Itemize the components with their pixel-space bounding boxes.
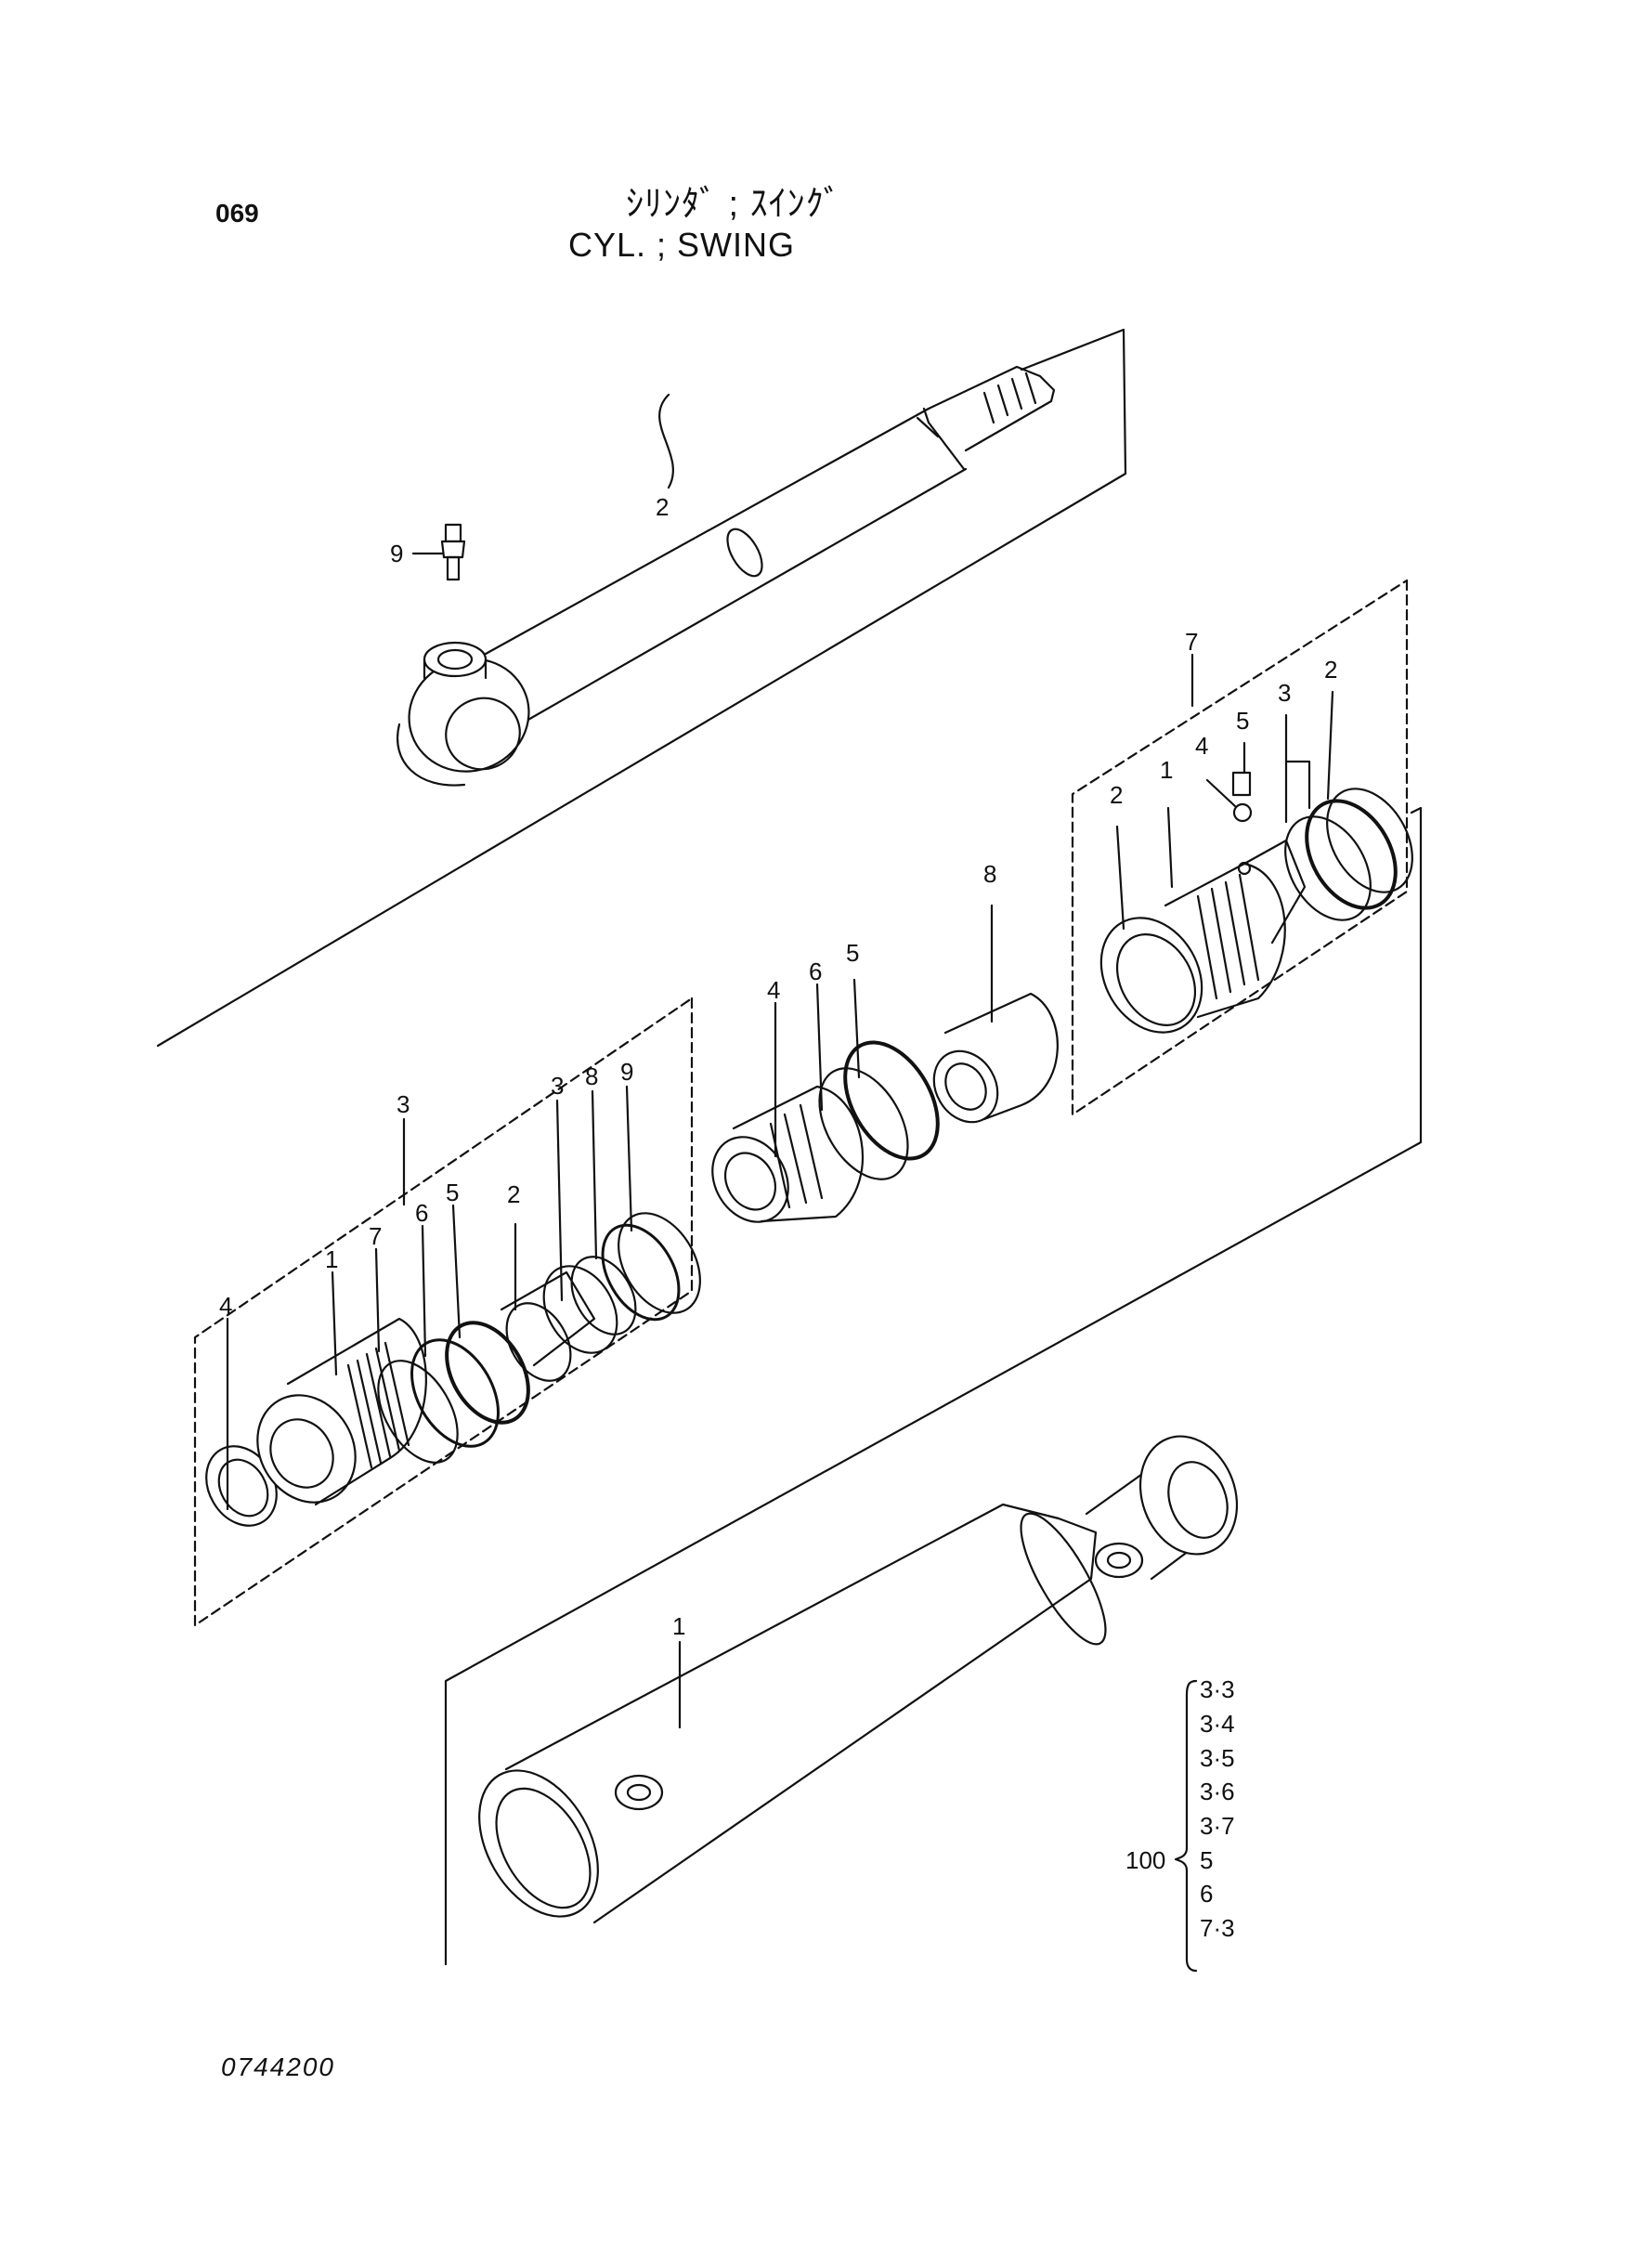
- seal-kit-item: 3·3: [1200, 1675, 1235, 1703]
- callout-cap-3: 3: [1278, 679, 1291, 707]
- callout-cap-4: 4: [1195, 732, 1208, 760]
- callout-head-1: 1: [325, 1245, 338, 1273]
- callout-tube: 1: [672, 1612, 685, 1640]
- seal-kit-item: 3·4: [1200, 1710, 1235, 1738]
- seal-kit-item: 3·6: [1200, 1778, 1235, 1805]
- seal-kit-item: 3·7: [1200, 1812, 1235, 1840]
- callout-piston-5: 5: [846, 939, 859, 967]
- seal-kit-item: 5: [1200, 1846, 1213, 1874]
- grease-fitting: [411, 523, 466, 581]
- callout-head-4: 4: [219, 1292, 232, 1320]
- callout-cap-group: 7: [1185, 628, 1198, 656]
- callout-head-2: 2: [507, 1180, 520, 1208]
- spacer: [932, 904, 1059, 1124]
- head-group: [193, 997, 701, 1627]
- callout-head-8: 8: [585, 1062, 598, 1090]
- callout-head-7: 7: [369, 1222, 382, 1250]
- seal-kit-item: 7·3: [1200, 1914, 1235, 1942]
- callout-head-9: 9: [620, 1058, 633, 1086]
- callout-head-5: 5: [446, 1179, 459, 1206]
- cap-group: [1071, 579, 1413, 1116]
- callout-rod-grease-fitting: 9: [390, 540, 403, 567]
- cylinder-tube: [444, 806, 1423, 1966]
- page-number: 069: [215, 199, 259, 228]
- seal-kit-item: 6: [1200, 1880, 1213, 1908]
- callout-cap-2-left: 2: [1110, 781, 1123, 809]
- callout-head-group: 3: [397, 1090, 410, 1118]
- document-code: 0744200: [221, 2052, 336, 2081]
- piston-rod: [156, 328, 1127, 1048]
- callout-cap-5: 5: [1236, 707, 1249, 735]
- callout-cap-2-top: 2: [1324, 656, 1337, 684]
- callout-piston-6: 6: [809, 958, 822, 985]
- piston: [711, 978, 940, 1223]
- title-english: CYL. ; SWING: [568, 226, 796, 264]
- seal-kit-brace: [1174, 1679, 1198, 1973]
- title-japanese: ｼﾘﾝﾀﾞ ; ｽｲﾝｸﾞ: [626, 185, 842, 224]
- seal-kit-item: 3·5: [1200, 1744, 1235, 1772]
- callout-head-3: 3: [551, 1072, 564, 1100]
- seal-kit-number: 100: [1125, 1846, 1165, 1874]
- callout-spacer-8: 8: [983, 860, 996, 888]
- callout-rod: 2: [656, 493, 669, 521]
- callout-head-6: 6: [415, 1199, 428, 1227]
- callout-cap-1: 1: [1160, 756, 1173, 784]
- callout-piston-4: 4: [767, 976, 780, 1004]
